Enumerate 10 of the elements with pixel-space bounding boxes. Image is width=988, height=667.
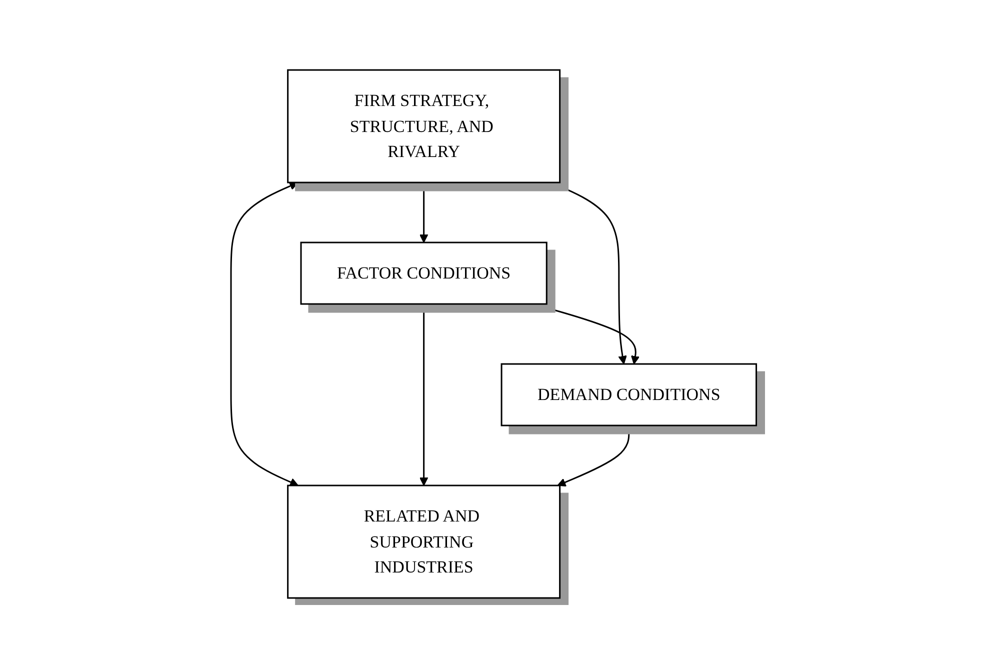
arrow (551, 181, 628, 364)
arrow (420, 304, 429, 486)
arrow (420, 182, 429, 242)
node-box: FACTOR CONDITIONS (300, 241, 548, 304)
node-box: RELATED AND SUPPORTING INDUSTRIES (287, 484, 561, 598)
node-box: DEMAND CONDITIONS (501, 362, 758, 426)
arrow (533, 302, 640, 364)
arrow (230, 181, 299, 486)
node-box: FIRM STRATEGY, STRUCTURE, AND RIVALRY (287, 68, 561, 183)
arrow (558, 425, 634, 486)
